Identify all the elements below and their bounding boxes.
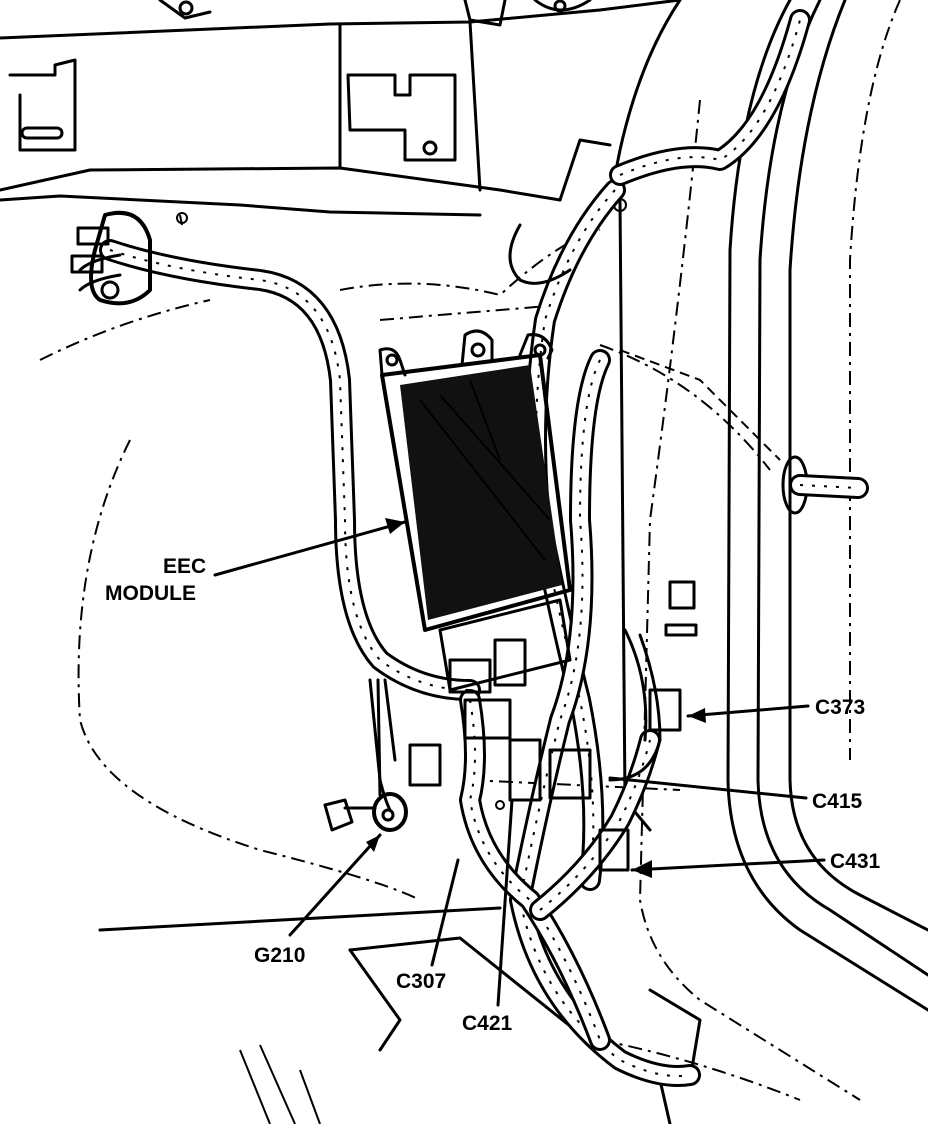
leader-c373 [686,704,810,718]
connectors [408,688,682,872]
connector-c421-body [508,738,542,802]
label-c431: C431 [830,850,881,873]
connector-c373-body [648,688,682,732]
leader-c421 [496,798,514,1007]
ground-bolt-g210 [323,678,505,832]
label-c373: C373 [815,696,865,719]
leader-c307 [430,858,460,967]
label-module: MODULE [105,582,196,605]
leader-eec [213,520,407,577]
connector-c431-body [598,828,630,872]
connector-c415-body [548,748,592,800]
left-grommet [70,210,152,306]
connector-c307-body [463,698,512,740]
eec-module [378,329,572,694]
label-c307: C307 [396,970,446,993]
label-eec: EEC [163,555,206,578]
leader-lines [213,518,826,1007]
leader-c431 [630,858,826,872]
label-c415: C415 [812,790,863,813]
label-g210: G210 [254,944,305,967]
label-c421: C421 [462,1012,513,1035]
leader-g210 [288,833,382,937]
labels: EEC MODULE C373 C415 C431 G210 C307 C421 [105,555,881,1035]
leader-c415 [608,776,808,800]
